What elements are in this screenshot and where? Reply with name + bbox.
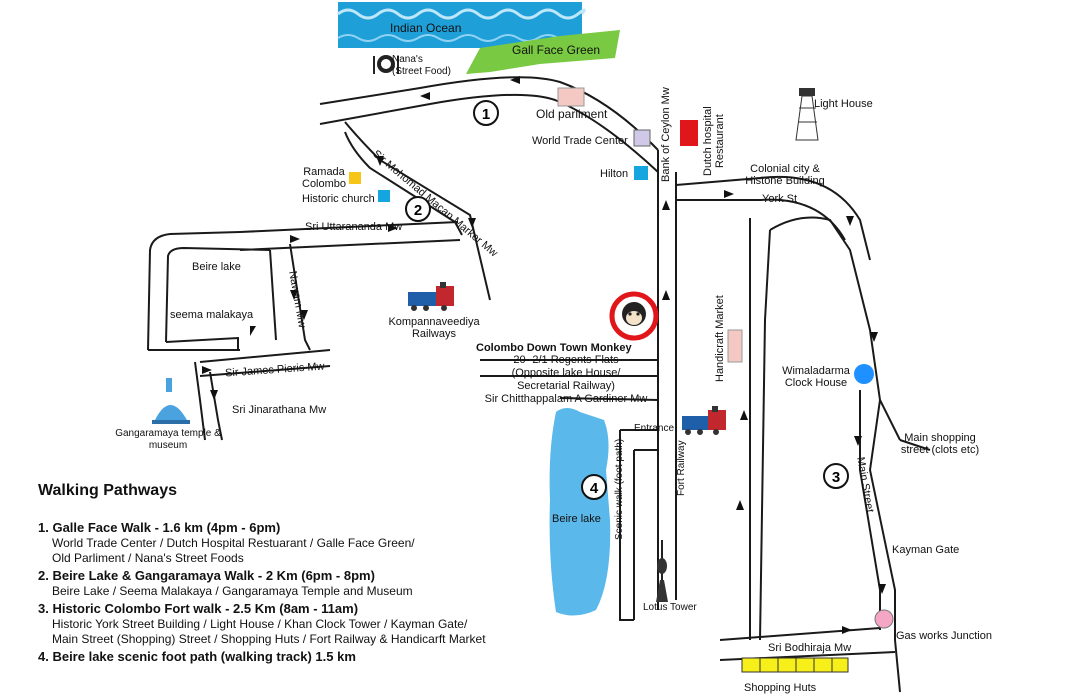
dutch-hospital-marker xyxy=(680,120,698,146)
ramada-label: Ramada Colombo xyxy=(302,166,347,190)
indian-ocean xyxy=(337,2,586,48)
train-icon-kompanna xyxy=(408,282,454,311)
monkey-logo xyxy=(609,291,659,341)
bank-of-ceylon-label: Bank of Ceylon Mw xyxy=(660,87,672,182)
pathway-3: 3. Historic Colombo Fort walk - 2.5 Km (… xyxy=(38,601,658,647)
pathway-2-desc: Beire Lake / Seema Malakaya / Gangaramay… xyxy=(52,584,413,598)
wtc-marker xyxy=(633,129,651,147)
entrance-label: Entrance xyxy=(634,423,675,434)
pathway-4-title: 4. Beire lake scenic foot path (walking … xyxy=(38,649,356,664)
wimaladarma-label: Wimaladarma Clock House xyxy=(782,365,850,389)
gas-works-marker xyxy=(874,609,894,629)
restaurant-icon xyxy=(373,55,399,74)
sri-jinarathana-label: Sri Jinarathana Mw xyxy=(232,404,327,416)
route-1-number: 1 xyxy=(482,106,490,123)
shopping-huts-label: Shopping Huts xyxy=(744,682,817,694)
route-3-number: 3 xyxy=(832,469,840,486)
route-2-circle xyxy=(405,196,431,222)
stupa-icon xyxy=(152,378,190,424)
beire-lake-bottom-label: Beire lake xyxy=(552,513,601,525)
shopping-huts-marker xyxy=(741,657,849,673)
main-shopping-label: Main shopping street (clots etc) xyxy=(900,432,980,456)
lotus-tower-icon xyxy=(656,540,668,602)
pathway-1-title: 1. Galle Face Walk - 1.6 km (4pm - 6pm) xyxy=(38,520,281,535)
pathway-3-desc: Historic York Street Building / Light Ho… xyxy=(52,617,486,646)
route-arrows xyxy=(202,76,886,634)
route-4-number: 4 xyxy=(590,480,599,497)
pathway-2: 2. Beire Lake & Gangaramaya Walk - 2 Km … xyxy=(38,568,658,599)
hilton-label: Hilton xyxy=(600,168,629,180)
seema-malakaya-label: seema malakaya xyxy=(170,309,254,321)
pathway-1: 1. Galle Face Walk - 1.6 km (4pm - 6pm) … xyxy=(38,520,658,566)
pathway-3-title: 3. Historic Colombo Fort walk - 2.5 Km (… xyxy=(38,601,359,616)
walking-pathways-legend: Walking Pathways 1. Galle Face Walk - 1.… xyxy=(38,482,658,667)
nanas-label: Nana's (Street Food) xyxy=(392,54,451,77)
sri-bodhiraja-label: Sri Bodhiraja Mw xyxy=(768,642,852,654)
pathway-1-desc: World Trade Center / Dutch Hospital Rest… xyxy=(52,536,415,565)
dutch-hospital-label: Dutch hospital Restaurant xyxy=(702,106,726,176)
historic-church-label: Historic church xyxy=(302,193,375,205)
pathway-4: 4. Beire lake scenic foot path (walking … xyxy=(38,649,658,665)
historic-church-marker xyxy=(378,190,390,202)
colonial-city-label: Colonial city & Histone Building xyxy=(745,163,825,187)
route-2-number: 2 xyxy=(414,202,422,219)
route-3-circle xyxy=(823,463,849,489)
beire-lake-top-label: Beire lake xyxy=(192,261,241,273)
hilton-marker xyxy=(634,166,648,180)
handicraft-marker xyxy=(727,329,743,363)
handicraft-label: Handicraft Market xyxy=(714,295,726,382)
light-house-label: Light House xyxy=(814,98,873,110)
beire-lake-water xyxy=(549,408,611,616)
route-1-circle xyxy=(473,100,499,126)
clock-house-marker xyxy=(854,364,874,384)
train-icon-fort xyxy=(682,406,726,435)
old-parliment-marker xyxy=(557,87,585,107)
route-4-circle xyxy=(581,474,607,500)
gall-face-green-label: Gall Face Green xyxy=(512,43,601,57)
york-st-label: York St xyxy=(762,193,798,205)
kompannaveediya-label: Kompannaveediya Railways xyxy=(388,316,480,340)
lotus-tower-label: Lotus Tower xyxy=(643,602,697,613)
fort-railway-label: Fort Railway xyxy=(676,440,687,496)
monkey-name-label: Colombo Down Town Monkey xyxy=(476,342,632,354)
ramada-marker xyxy=(349,172,361,184)
lighthouse-icon xyxy=(795,88,819,141)
old-parliment-label: Old parliment xyxy=(536,107,608,121)
indian-ocean-label: Indian Ocean xyxy=(390,21,462,35)
wtc-label: World Trade Center xyxy=(532,135,628,147)
gall-face-green xyxy=(466,30,620,74)
kayman-gate-label: Kayman Gate xyxy=(892,544,960,556)
monkey-address-label: 20- 2/1 Regents Flats (Opposite lake Hou… xyxy=(484,354,648,405)
gas-works-label: Gas works Junction xyxy=(896,630,992,642)
pathway-2-title: 2. Beire Lake & Gangaramaya Walk - 2 Km … xyxy=(38,568,375,583)
sri-uttarananda-label: Sri Uttarananda Mw xyxy=(305,221,403,233)
roads xyxy=(147,76,931,693)
legend-title: Walking Pathways xyxy=(38,482,177,499)
gangaramaya-label: Gangaramaya temple & museum xyxy=(115,428,221,451)
